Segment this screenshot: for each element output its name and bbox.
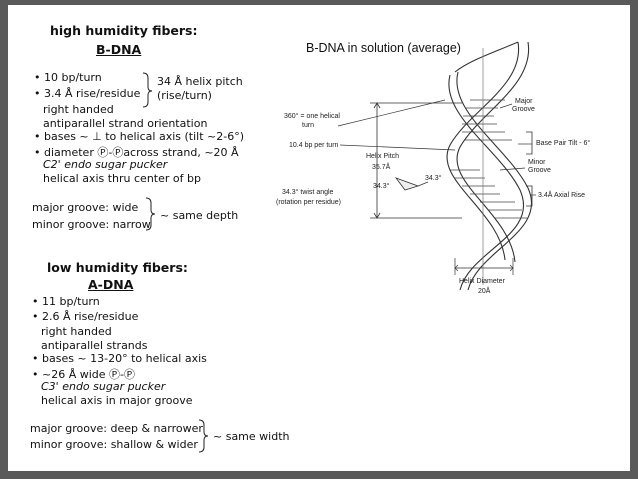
helix-strands [446,41,532,291]
bp-leader [339,144,456,151]
diameter-label: Helix Diameter [459,278,505,285]
bdna-line-8: helical axis thru center of bp [43,172,201,185]
adna-line-4: antiparallel strands [41,339,148,352]
twist-label-2: (rotation per residue) [276,199,341,206]
pitch-value: 35.7Å [372,164,391,171]
bdna-pitch-brace [142,72,153,108]
bdna-line-7: C2' endo sugar pucker [43,158,168,171]
axial-rise-label: 3.4Å Axial Rise [538,192,586,199]
adna-minor-groove: minor groove: shallow & wider [30,438,198,451]
adna-line-5: • bases ~ 13-20° to helical axis [32,352,207,365]
bdna-groove-brace [145,197,156,231]
base-pairs [450,99,528,219]
bp-per-turn-label: 10.4 bp per turn [289,142,339,149]
twist-value-a: 34.3° [373,183,390,190]
bdna-rise-note: (rise/turn) [157,89,212,102]
turn-label: 360° = one helical [284,113,340,120]
twist-value-b: 34.3° [425,175,442,182]
twist-wedge [394,177,420,191]
diameter-value: 20Å [478,288,491,295]
bdna-line-6: • diameter Ⓟ-Ⓟacross strand, ~20 Å [34,146,239,159]
bdna-pitch-note: 34 Å helix pitch [157,75,243,88]
adna-line-7: C3' endo sugar pucker [41,380,166,393]
minor-groove-label: Minor [528,159,546,166]
adna-groove-brace [198,419,209,453]
major-groove-label-2: Groove [512,106,535,113]
adna-title: low humidity fibers: [47,260,188,275]
tilt-bracket [526,131,533,207]
bdna-line-1: • 10 bp/turn [34,71,102,84]
adna-subtitle: A-DNA [88,277,134,292]
bdna-line-3: right handed [43,103,114,116]
bdna-line-2: • 3.4 Å rise/residue [34,87,141,100]
minor-groove-label-2: Groove [528,167,551,174]
pitch-label: Helix Pitch [366,153,400,160]
tilt-label: Base Pair Tilt - 6° [536,140,591,147]
pitch-dimension [370,102,462,219]
turn-leader [337,99,446,127]
adna-line-3: right handed [41,325,112,338]
adna-line-6: • ~26 Å wide Ⓟ-Ⓟ [32,368,135,381]
adna-line-8: helical axis in major groove [41,394,193,407]
adna-groove-note: ~ same width [213,430,290,443]
major-groove-label: Major [515,98,533,105]
bdna-subtitle: B-DNA [96,42,142,57]
adna-line-2: • 2.6 Å rise/residue [32,310,139,323]
adna-line-1: • 11 bp/turn [32,295,100,308]
minor-groove-leader [499,167,526,171]
turn-label-2: turn [302,122,315,129]
twist-label: 34.3° twist angle [282,189,334,196]
bdna-groove-note: ~ same depth [160,209,239,222]
bdna-line-5: • bases ~ ⊥ to helical axis (tilt ~2-6°) [34,130,244,143]
diagram-title: B-DNA in solution (average) [306,41,461,55]
bdna-title: high humidity fibers: [50,23,198,38]
bdna-major-groove: major groove: wide [32,201,139,214]
adna-major-groove: major groove: deep & narrower [30,422,203,435]
major-groove-leader [499,103,513,109]
bdna-minor-groove: minor groove: narrow [32,218,151,231]
slide-frame [8,5,630,471]
bdna-line-4: antiparallel strand orientation [43,117,208,130]
